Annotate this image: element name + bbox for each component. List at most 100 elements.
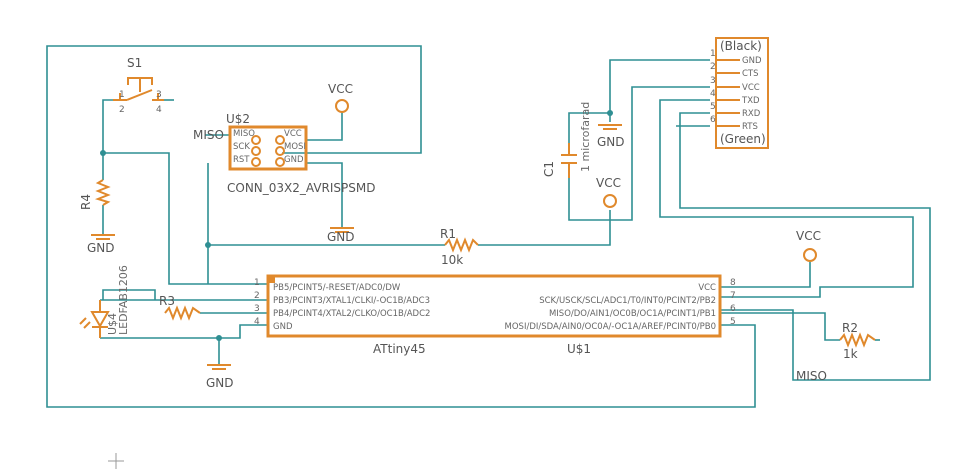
led-u4[interactable]: LEDFAB1206 U$4 (79, 265, 130, 338)
ftdi-pin-label: RXD (742, 109, 761, 119)
resistor-r1[interactable]: R1 10k (440, 227, 479, 267)
ftdi-pin-label: GND (742, 56, 762, 66)
wire-group (46, 45, 931, 408)
isp-pad (251, 157, 261, 167)
vcc-label: VCC (596, 176, 621, 190)
gnd-label: GND (327, 230, 355, 244)
chip-pin1-marker (268, 276, 275, 283)
resistor-zigzag (444, 237, 479, 253)
vcc-circle (603, 194, 617, 208)
wire-isp-gnd[interactable] (306, 162, 343, 228)
r2-name: R2 (842, 321, 858, 335)
ftdi-header[interactable]: (Black) (Green) GND CTS VCC TXD RXD RTS … (710, 37, 769, 149)
chip-pin-number: 8 (730, 278, 736, 288)
chip-value: ATtiny45 (373, 342, 426, 356)
isp-pin-label: GND (284, 155, 304, 165)
chip-pin-number: 7 (730, 291, 736, 301)
miso-net-label: MISO (796, 369, 827, 383)
chip-body (266, 274, 722, 338)
ftdi-pin-number: 3 (710, 76, 716, 86)
crosshair-cursor-icon (108, 453, 124, 469)
attiny45-chip[interactable]: PB5/PCINT5/-RESET/ADC0/DW PB3/PCINT3/XTA… (254, 274, 736, 356)
wire-r1-to-vcc[interactable] (478, 210, 611, 246)
ftdi-pin-label: TXD (741, 96, 760, 106)
r2-value: 1k (843, 347, 858, 361)
cap-value: 1 microfarad (579, 102, 592, 172)
resistor-r2[interactable]: R2 1k (839, 321, 876, 361)
vcc-circle (803, 248, 817, 262)
ftdi-top-label: (Black) (720, 39, 762, 53)
r4-name: R4 (79, 194, 93, 210)
chip-pin-number: 4 (254, 317, 260, 327)
gnd-label: GND (206, 376, 234, 390)
gnd-symbol[interactable]: GND (597, 124, 625, 149)
isp-name: U$2 (226, 112, 250, 126)
vcc-label: VCC (796, 229, 821, 243)
junction-dot (100, 150, 106, 156)
wire-pin4-gnd[interactable] (218, 324, 268, 365)
chip-pin-number: 1 (254, 278, 260, 288)
chip-pin-number: 2 (254, 291, 260, 301)
wire-r2[interactable] (720, 312, 840, 341)
wire-ftdi-rxd[interactable] (679, 112, 931, 381)
isp-pad (275, 135, 285, 145)
gnd-symbol[interactable]: GND (206, 364, 234, 390)
wire-pin8-vcc[interactable] (720, 262, 811, 288)
isp-pin-label: MISO (233, 129, 255, 139)
isp-pin-label: RST (233, 155, 250, 165)
isp-pad (275, 157, 285, 167)
vcc-circle (335, 99, 349, 113)
wire-reset-outer[interactable] (46, 45, 756, 408)
chip-name: U$1 (567, 342, 591, 356)
chip-pin-label: PB5/PCINT5/-RESET/ADC0/DW (273, 283, 401, 293)
wire-s1-left[interactable] (102, 99, 268, 285)
isp-value: CONN_03X2_AVRISPSMD (227, 181, 376, 195)
s1-pin: 2 (119, 105, 125, 115)
resistor-zigzag (164, 305, 201, 321)
resistor-r3[interactable]: R3 (159, 294, 201, 321)
resistor-zigzag (839, 332, 876, 348)
isp-pin-label: MOSI (284, 142, 306, 152)
vcc-symbol[interactable]: VCC (796, 229, 821, 262)
resistor-r4[interactable]: R4 (79, 179, 111, 210)
ftdi-pin-number: 5 (710, 102, 716, 112)
wire-isp-vcc[interactable] (306, 112, 343, 141)
led-value: LEDFAB1206 (117, 265, 130, 335)
gnd-symbol[interactable]: GND (87, 234, 115, 255)
wire-ftdi-txd[interactable] (659, 99, 914, 298)
led-ray (83, 321, 91, 329)
s1-pin: 4 (156, 105, 162, 115)
capacitor-c1[interactable]: C1 1 microfarad (542, 102, 592, 178)
wire-cap-bottom[interactable] (568, 86, 710, 221)
ftdi-pin-number: 6 (710, 115, 716, 125)
vcc-symbol[interactable]: VCC (596, 176, 621, 208)
isp-header[interactable]: U$2 MISO MISO SCK RST VCC MOSI GND CONN_… (193, 112, 376, 195)
ftdi-pin-label: VCC (742, 83, 760, 93)
ftdi-pin-number: 1 (710, 49, 716, 59)
switch-s1[interactable]: S1 1 2 3 4 (113, 56, 164, 115)
chip-pin-number: 3 (254, 304, 260, 314)
chip-pin-number: 6 (730, 304, 736, 314)
switch-lever (126, 89, 153, 101)
chip-pin-number: 5 (730, 317, 736, 327)
junction-group (100, 110, 613, 341)
led-ray (79, 317, 87, 325)
wire-led-top2[interactable] (102, 289, 156, 300)
chip-pin-label: VCC (698, 283, 716, 293)
gnd-symbol[interactable]: GND (327, 227, 355, 244)
chip-pin-label: PB4/PCINT4/XTAL2/CLKO/OC1B/ADC2 (273, 309, 430, 319)
vcc-symbol[interactable]: VCC (328, 82, 353, 113)
ftdi-pin-label: RTS (742, 122, 758, 132)
isp-pin-label: SCK (233, 142, 250, 152)
junction-dot (205, 242, 211, 248)
miso-net-label: MISO (193, 128, 224, 142)
r1-name: R1 (440, 227, 456, 241)
chip-pin-label: GND (273, 322, 293, 332)
isp-pad (251, 146, 261, 156)
r3-name: R3 (159, 294, 175, 308)
chip-pin-label: MISO/DO/AIN1/OC0B/OC1A/PCINT1/PB1 (549, 309, 716, 319)
junction-dot (216, 335, 222, 341)
ftdi-bottom-label: (Green) (720, 132, 766, 146)
r1-value: 10k (441, 253, 463, 267)
